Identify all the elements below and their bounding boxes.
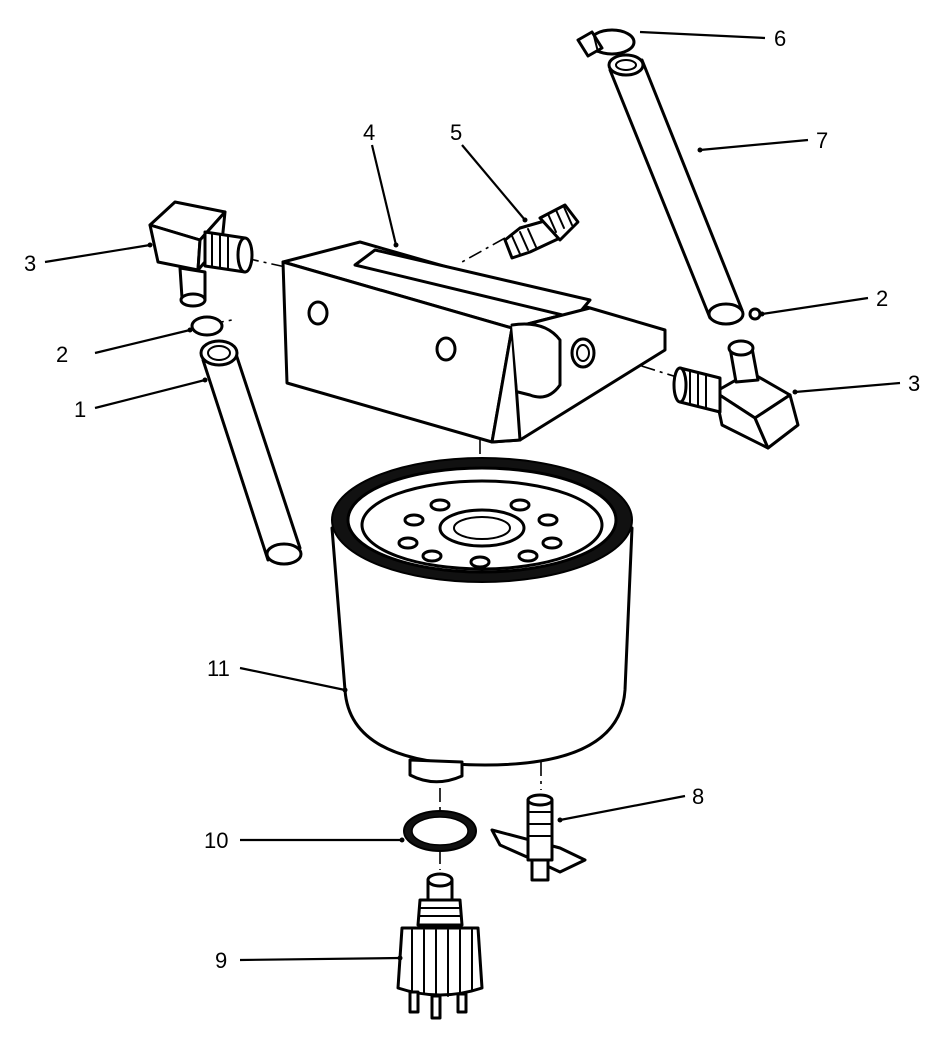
leader-lines [44, 30, 901, 962]
label-hose-clamp: 6 [774, 26, 786, 51]
hose-left [199, 339, 303, 566]
adapter-fitting [503, 203, 580, 260]
part-labels: 1 2 3 4 5 6 7 2 3 11 8 10 9 [24, 26, 920, 973]
label-oring-bottom: 10 [204, 828, 228, 853]
label-fitting-bracket: 8 [692, 784, 704, 809]
label-elbow-right: 3 [908, 371, 920, 396]
hose-clamp [576, 28, 636, 58]
label-filter-head: 4 [363, 120, 375, 145]
label-oring-right: 2 [876, 286, 888, 311]
elbow-left [148, 200, 254, 308]
label-switch: 9 [215, 948, 227, 973]
elbow-right [672, 339, 800, 450]
filter-holes [397, 498, 563, 569]
hose-right [607, 53, 745, 326]
oring-left [190, 315, 224, 337]
oil-filter [330, 457, 634, 784]
label-hose-right: 7 [816, 128, 828, 153]
fitting-bracket [490, 793, 587, 882]
label-adapter: 5 [450, 120, 462, 145]
label-hose-left: 1 [74, 397, 86, 422]
oring-right [748, 307, 762, 321]
label-oring-left: 2 [56, 342, 68, 367]
filter-head-block [281, 240, 667, 444]
oring-bottom [403, 810, 477, 852]
label-oil-filter: 11 [207, 656, 230, 681]
label-elbow-left: 3 [24, 251, 36, 276]
pressure-switch [396, 872, 484, 1020]
